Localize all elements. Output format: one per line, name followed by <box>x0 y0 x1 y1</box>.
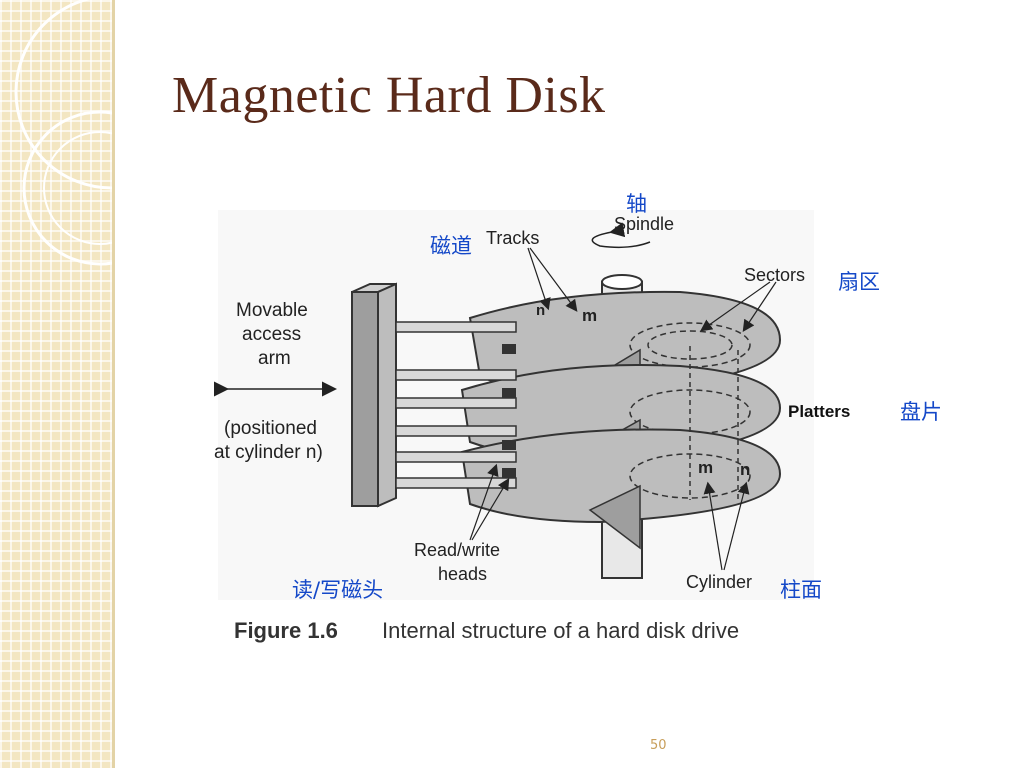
cn-label-tracks: 磁道 <box>430 234 472 258</box>
label-readwrite-1: Read/write <box>414 540 501 560</box>
label-readwrite-2: heads <box>438 564 488 584</box>
figure-caption-number: Figure 1.6 <box>234 618 338 643</box>
cn-label-sectors: 扇区 <box>838 270 880 294</box>
page-number: 50 <box>650 738 667 753</box>
label-tracks: Tracks <box>486 228 540 248</box>
decorative-sidebar <box>0 0 112 768</box>
label-movable-2: access <box>242 324 302 345</box>
label-sectors: Sectors <box>744 265 806 285</box>
label-track-m-top: m <box>582 306 598 325</box>
platter-bottom <box>460 428 782 550</box>
cn-label-platters: 盘片 <box>900 400 942 424</box>
read-write-heads-marks <box>502 344 516 478</box>
cn-label-heads: 读/写磁头 <box>292 578 384 602</box>
label-movable-3: arm <box>258 348 291 369</box>
sidebar-edge <box>112 0 115 768</box>
label-spindle: Spindle <box>614 214 675 234</box>
label-cyl-m: m <box>698 458 714 477</box>
arms <box>395 321 517 489</box>
cn-label-spindle: 轴 <box>626 192 647 216</box>
cn-label-cylinder: 柱面 <box>780 578 822 602</box>
label-positioned-2: at cylinder n) <box>214 442 323 463</box>
figure-caption-text: Internal structure of a hard disk drive <box>382 618 740 643</box>
slide-title: Magnetic Hard Disk <box>172 67 606 124</box>
label-cylinder: Cylinder <box>686 572 753 592</box>
decorative-circles <box>14 0 112 266</box>
label-track-n-top: n <box>536 302 546 319</box>
spindle-top <box>601 274 643 290</box>
label-movable-1: Movable <box>236 300 308 321</box>
access-arm-block <box>351 282 397 508</box>
label-cyl-n: n <box>740 460 751 479</box>
label-platters: Platters <box>788 402 851 421</box>
label-positioned-1: (positioned <box>224 418 317 439</box>
